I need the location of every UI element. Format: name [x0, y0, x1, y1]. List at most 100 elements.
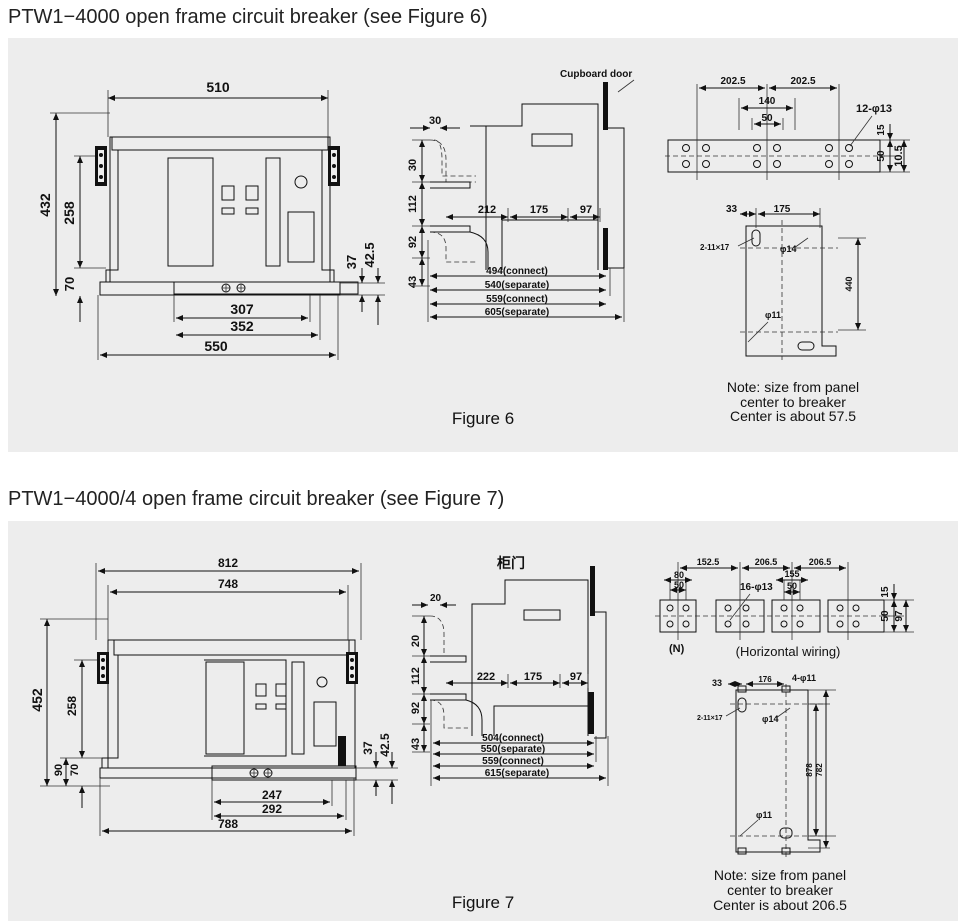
fig6-494-connect: 494(connect): [486, 266, 548, 277]
fig7-busbar-206-5-a: 206.5: [755, 557, 778, 567]
fig6-dim-70: 70: [62, 277, 77, 291]
fig6-dim-43: 43: [407, 276, 419, 288]
fig7-mount-phi11: φ11: [756, 810, 772, 820]
fig7-dim-90: 90: [53, 764, 65, 776]
figure6-label: Figure 6: [452, 409, 514, 428]
fig6-front-view: 510 432 258 70 307 352 550 37 42.5: [37, 79, 385, 360]
fig7-side-view: 柜门 20 20 112 92 43 222 175 97 504(connec: [410, 555, 609, 786]
fig6-mount-slot: 2-11×17: [700, 243, 730, 252]
fig7-note-line1: Note: size from panel: [714, 867, 846, 883]
fig6-busbar-15: 15: [876, 124, 887, 136]
fig7-dim-175: 175: [524, 671, 542, 683]
fig7-dim-97: 97: [570, 671, 582, 683]
fig6-dim-510: 510: [206, 79, 230, 95]
fig7-busbar-50-b: 50: [787, 581, 797, 591]
fig6-busbar-view: 202.5 202.5 140 50 12-φ13 15 50 10.5: [665, 76, 910, 180]
fig6-busbar-202-5-right: 202.5: [790, 76, 815, 87]
fig7-busbar-15: 15: [880, 586, 891, 598]
figure7-drawing: 812 748 452 258 90 70 247 292 788 37 42.…: [29, 555, 914, 913]
fig6-busbar-10-5: 10.5: [893, 145, 905, 166]
fig6-dim-left-30: 30: [407, 159, 419, 171]
fig7-mount-33: 33: [712, 678, 722, 688]
fig6-mount-440: 440: [844, 276, 854, 291]
fig7-note-line2: center to breaker: [727, 882, 833, 898]
fig7-mounting-view: 33 176 4-φ11 2-11×17 φ14 φ11 878 782: [697, 673, 836, 858]
fig6-dim-112: 112: [407, 195, 419, 213]
fig7-dim-812: 812: [218, 556, 238, 570]
fig7-dim-left-20: 20: [410, 635, 422, 647]
fig7-dim-452: 452: [29, 688, 45, 712]
fig6-dim-97: 97: [580, 204, 592, 216]
fig6-dim-175: 175: [530, 204, 548, 216]
fig6-front-panel: [167, 157, 214, 267]
fig7-note-line3: Center is about 206.5: [713, 897, 847, 913]
fig6-note-line2: center to breaker: [740, 394, 846, 410]
fig7-front-view: 812 748 452 258 90 70 247 292 788 37 42.…: [29, 556, 398, 836]
fig7-dim-42-5: 42.5: [378, 733, 392, 757]
fig7-busbar-155: 155: [784, 569, 799, 579]
fig6-dim-42-5: 42.5: [362, 242, 377, 267]
fig6-dim-212: 212: [478, 204, 496, 216]
fig6-mount-33: 33: [726, 204, 738, 215]
fig7-mount-slot: 2-11×17: [697, 715, 723, 722]
fig7-busbar-50-a: 50: [674, 580, 684, 590]
fig6-mount-phi11: φ11: [765, 310, 781, 320]
fig6-side-view: Cupboard door 30 30 112 92 43 212 175 97: [407, 69, 635, 322]
fig7-neutral-label: (N): [669, 643, 685, 655]
fig6-605-separate: 605(separate): [485, 307, 549, 318]
figure6-panel: 510 432 258 70 307 352 550 37 42.5 Cupbo…: [8, 38, 958, 452]
fig6-dim-432: 432: [37, 193, 53, 217]
fig7-dim-92: 92: [410, 702, 422, 714]
fig7-dim-247: 247: [262, 788, 282, 802]
fig6-dim-307: 307: [230, 301, 254, 317]
fig6-mount-175: 175: [774, 204, 791, 215]
fig7-dim-top-20: 20: [430, 593, 442, 604]
fig6-note-line3: Center is about 57.5: [730, 408, 856, 424]
fig7-mount-4-holes: 4-φ11: [792, 673, 816, 683]
fig7-504-connect: 504(connect): [482, 733, 544, 744]
fig7-dim-292: 292: [262, 802, 282, 816]
fig7-horizontal-wiring: (Horizontal wiring): [736, 644, 841, 659]
fig6-busbar-holes: 12-φ13: [856, 103, 892, 115]
fig7-mount-176: 176: [758, 675, 772, 684]
fig7-615-separate: 615(separate): [485, 768, 549, 779]
fig7-dim-70: 70: [69, 764, 81, 776]
fig7-busbar-97: 97: [894, 610, 905, 622]
fig6-mounting-view: 33 175 2-11×17 φ14 φ11 440: [700, 204, 866, 360]
fig7-dim-748: 748: [218, 577, 238, 591]
fig7-busbar-50v: 50: [880, 610, 891, 622]
fig6-559-connect: 559(connect): [486, 294, 548, 305]
fig6-dim-258: 258: [61, 201, 77, 225]
fig7-dim-37: 37: [361, 741, 375, 755]
fig7-dim-112: 112: [410, 667, 422, 685]
fig7-dim-788: 788: [218, 817, 238, 831]
fig6-busbar-50v: 50: [876, 150, 887, 162]
fig7-front-panel: [205, 661, 245, 755]
fig6-540-separate: 540(separate): [485, 280, 549, 291]
panel2-title: PTW1−4000/4 open frame circuit breaker (…: [8, 488, 505, 510]
fig7-cabinet-door-label: 柜门: [497, 555, 525, 571]
figure7-label: Figure 7: [452, 893, 514, 912]
fig6-mount-phi14: φ14: [780, 244, 796, 254]
fig6-note-line1: Note: size from panel: [727, 379, 859, 395]
fig7-busbar-80: 80: [674, 570, 684, 580]
fig6-indicator: [294, 175, 308, 189]
fig7-dim-43: 43: [410, 738, 422, 750]
fig7-dim-222: 222: [477, 671, 495, 683]
fig7-busbar-holes: 16-φ13: [740, 582, 773, 593]
figure6-drawing: 510 432 258 70 307 352 550 37 42.5 Cupbo…: [37, 69, 910, 428]
fig7-busbar-152-5: 152.5: [697, 557, 720, 567]
panel1-title: PTW1−4000 open frame circuit breaker (se…: [8, 6, 488, 28]
fig7-indicator: [316, 676, 328, 688]
fig7-mount-878: 878: [805, 763, 814, 777]
fig7-559-connect: 559(connect): [482, 756, 544, 767]
fig6-dim-352: 352: [230, 318, 254, 334]
figure7-panel: 812 748 452 258 90 70 247 292 788 37 42.…: [8, 521, 958, 921]
fig6-dim-92: 92: [407, 236, 419, 248]
fig6-cupboard-door-label: Cupboard door: [560, 69, 632, 80]
fig6-busbar-140: 140: [759, 96, 776, 107]
fig6-dim-top-30: 30: [429, 115, 441, 127]
fig6-dim-550: 550: [204, 338, 228, 354]
fig7-busbar-206-5-b: 206.5: [809, 557, 832, 567]
fig7-550-separate: 550(separate): [481, 744, 545, 755]
